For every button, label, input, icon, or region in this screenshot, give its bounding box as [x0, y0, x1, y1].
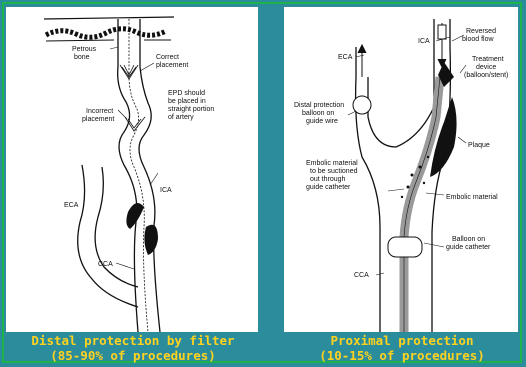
guide-balloon: [388, 237, 422, 257]
label-cca: CCA: [98, 261, 113, 268]
label-embolic-material: Embolic material: [446, 194, 498, 201]
left-caption-line1: Distal protection by filter: [4, 333, 262, 348]
label-petrous: Petrous bone: [72, 46, 98, 61]
label-eca: ECA: [64, 202, 79, 209]
eca-flow-arrow: [358, 45, 366, 77]
label-plaque: Plaque: [468, 142, 490, 149]
petrous-bone: [44, 17, 174, 41]
eca-vessel: [78, 165, 138, 307]
reversed-flow-arrow: [438, 23, 446, 67]
left-caption-line2: (85-90% of procedures): [4, 348, 262, 363]
ica-vessel: [118, 19, 160, 332]
label-ica: ICA: [160, 187, 172, 194]
left-caption: Distal protection by filter (85-90% of p…: [4, 333, 262, 363]
right-caption-line1: Proximal protection: [282, 333, 522, 348]
label-eca: ECA: [338, 54, 353, 61]
right-caption: Proximal protection (10-15% of procedure…: [282, 333, 522, 363]
label-ica: ICA: [418, 38, 430, 45]
right-caption-line2: (10-15% of procedures): [282, 348, 522, 363]
label-cca: CCA: [354, 272, 369, 279]
plaque-2: [144, 225, 158, 255]
